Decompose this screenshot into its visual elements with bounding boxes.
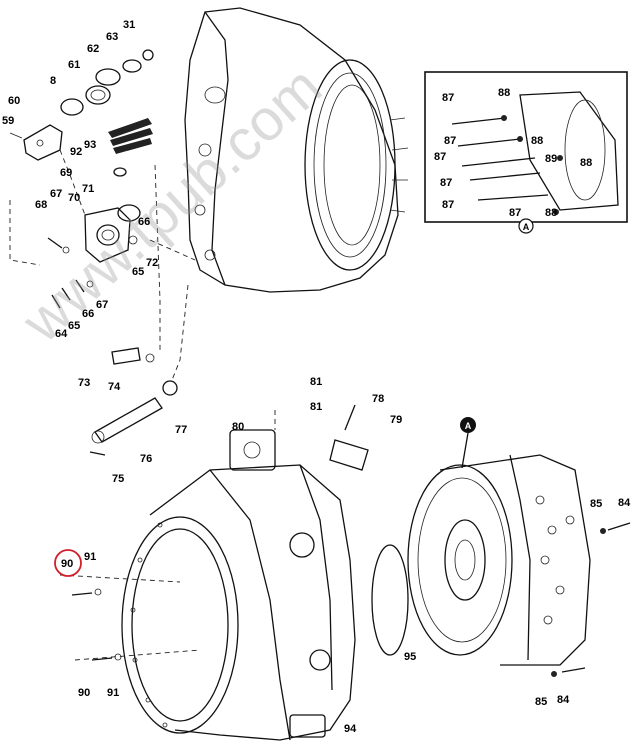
callout-79: 79 — [390, 414, 402, 426]
callout-85-lower: 85 — [535, 696, 547, 708]
callout-94: 94 — [344, 723, 357, 735]
callout-31: 31 — [123, 19, 135, 31]
callout-95: 95 — [404, 651, 416, 663]
highlight-circle — [54, 549, 82, 577]
callout-91-upper: 91 — [84, 551, 96, 563]
engine-module: A — [407, 417, 631, 677]
detail-callout-87-2: 87 — [444, 135, 456, 147]
callout-74: 74 — [108, 381, 121, 393]
callout-68: 68 — [35, 199, 47, 211]
callout-91-lower: 91 — [107, 687, 119, 699]
callout-70: 70 — [68, 192, 80, 204]
lower-housing — [59, 404, 369, 741]
callout-8: 8 — [50, 75, 56, 87]
callout-84-lower: 84 — [557, 694, 570, 706]
detail-callout-88-4: 88 — [545, 207, 557, 219]
callout-72: 72 — [146, 257, 158, 269]
callout-77: 77 — [175, 424, 187, 436]
callout-63: 63 — [106, 31, 118, 43]
callout-60: 60 — [8, 95, 20, 107]
detail-callout-88-3: 88 — [580, 157, 592, 169]
callout-69: 69 — [60, 167, 72, 179]
callout-93: 93 — [84, 139, 96, 151]
callout-59: 59 — [2, 115, 14, 127]
callout-65-right: 65 — [132, 266, 144, 278]
callout-92: 92 — [70, 146, 82, 158]
callout-84-upper: 84 — [618, 497, 631, 509]
detail-callout-87-1: 87 — [442, 92, 454, 104]
callout-61: 61 — [68, 59, 80, 71]
callout-90-upper: 90 — [61, 558, 73, 570]
callout-81-lower: 81 — [310, 401, 322, 413]
callout-76: 76 — [140, 453, 152, 465]
callout-66-lower: 66 — [82, 308, 94, 320]
callout-62: 62 — [87, 43, 99, 55]
callout-67-upper: 67 — [50, 188, 62, 200]
bolt-set-left — [71, 588, 122, 661]
callout-71: 71 — [82, 183, 94, 195]
callout-81-upper: 81 — [310, 376, 322, 388]
detail-callout-88-2: 88 — [531, 135, 543, 147]
hatched-bracket — [108, 118, 153, 154]
detail-marker-a: A — [523, 222, 530, 232]
detail-callout-88-1: 88 — [498, 87, 510, 99]
watermark-text: www.tpub.com — [9, 54, 334, 355]
detail-callout-87-3: 87 — [434, 151, 446, 163]
callout-78: 78 — [372, 393, 384, 405]
detail-callout-87-4: 87 — [440, 177, 452, 189]
upper-housing — [184, 7, 409, 293]
o-ring — [371, 544, 409, 656]
callout-labels: 31 63 62 8 61 60 59 93 92 69 71 67 70 68… — [2, 19, 631, 735]
left-parts-cluster — [9, 49, 196, 456]
callout-80: 80 — [232, 421, 244, 433]
callout-75: 75 — [112, 473, 124, 485]
callout-65-left: 65 — [68, 320, 80, 332]
detail-inset-a: A — [424, 71, 628, 234]
callout-85-upper: 85 — [590, 498, 602, 510]
engine-marker-a: A — [465, 421, 472, 431]
callout-66-upper: 66 — [138, 216, 150, 228]
callout-64: 64 — [55, 328, 68, 340]
detail-callout-89: 89 — [545, 153, 557, 165]
callout-67-lower: 67 — [96, 299, 108, 311]
detail-callout-87-5: 87 — [442, 199, 454, 211]
callout-73: 73 — [78, 377, 90, 389]
callout-90-lower: 90 — [78, 687, 90, 699]
detail-callout-87-6: 87 — [509, 207, 521, 219]
